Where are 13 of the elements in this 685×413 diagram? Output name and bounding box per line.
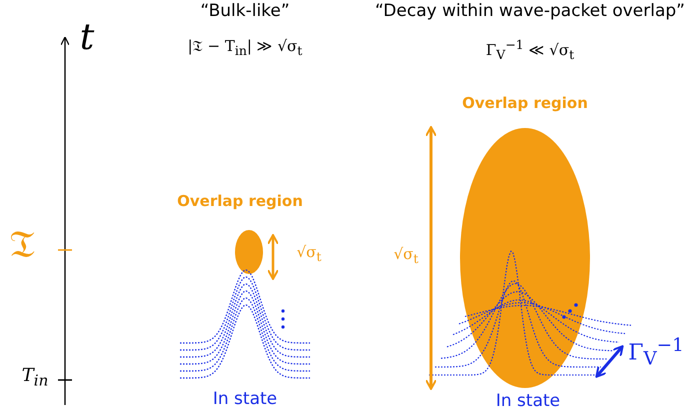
state-label: In state <box>212 390 278 409</box>
state-label: In state <box>496 392 560 411</box>
width-label: √σ$_{t}$ <box>296 244 322 264</box>
axis-tick-label: T$_{in}$ <box>22 366 48 390</box>
condition-formula: |𝔗 − T$_{in}$| ≫ √σ$_{t}$ <box>188 38 302 58</box>
panel-title: “Bulk-like” <box>200 2 290 21</box>
axis-label: t <box>80 18 94 58</box>
region-label: Overlap region <box>177 193 303 210</box>
condition-formula: Γ$_{V}$$^{−1}$ ≪ √σ$_{t}$ <box>486 38 574 62</box>
region-label: Overlap region <box>462 95 588 112</box>
axis-tick-label: 𝔗 <box>10 224 34 266</box>
width-label: √σ$_{t}$ <box>394 246 418 266</box>
panel-title: “Decay within wave-packet overlap” <box>375 2 685 21</box>
